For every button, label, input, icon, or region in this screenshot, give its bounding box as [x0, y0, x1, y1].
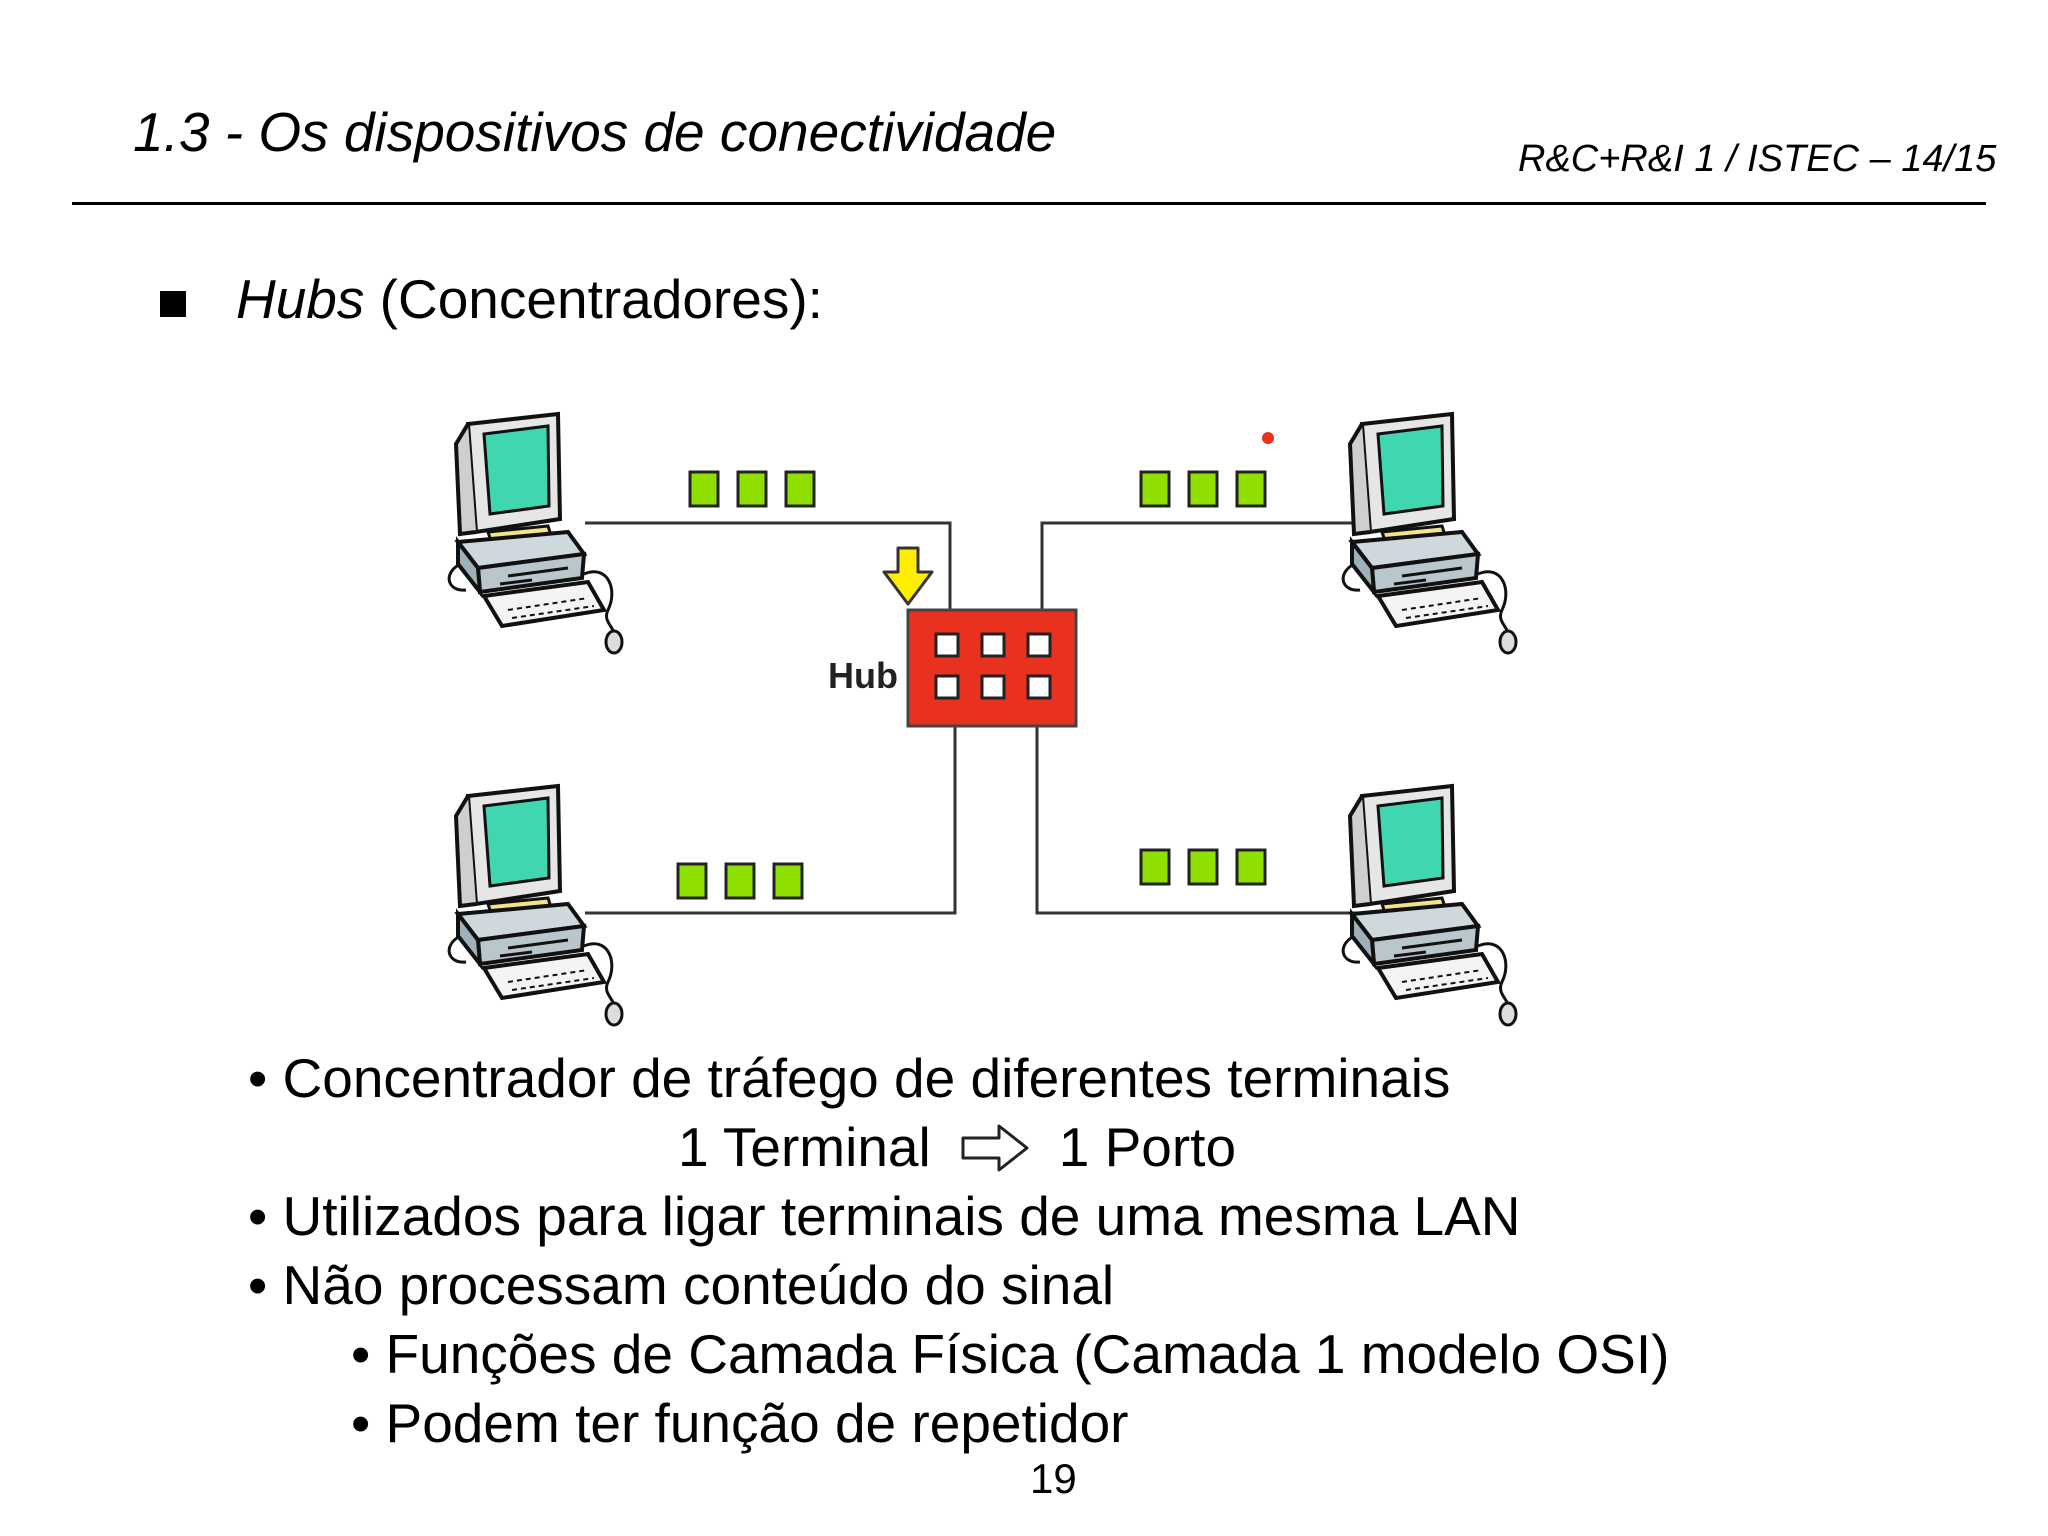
bullet-item: • Concentrador de tráfego de diferentes … [248, 1047, 1451, 1109]
terminal-label: 1 Terminal [678, 1116, 931, 1178]
section-heading: Hubs (Concentradores): [236, 272, 823, 327]
page-number: 19 [1030, 1455, 1077, 1502]
packets-top-right [1139, 470, 1267, 508]
sub-bullet-item: • Funções de Camada Física (Camada 1 mod… [351, 1323, 1670, 1385]
bullet-item: • Utilizados para ligar terminais de uma… [248, 1185, 1521, 1247]
cable-top-left [585, 521, 952, 614]
packets-bottom-right [1139, 848, 1267, 886]
right-arrow-icon [961, 1124, 1029, 1171]
header-divider [72, 202, 1986, 205]
hub-device [906, 608, 1078, 728]
course-label: R&C+R&I 1 / ISTEC – 14/15 [1518, 138, 1997, 180]
sub-bullet-item: • Podem ter função de repetidor [351, 1392, 1129, 1454]
square-bullet-icon [160, 291, 186, 317]
cable-bottom-right [1035, 726, 1388, 915]
signal-dot [1262, 432, 1274, 444]
down-arrow-icon [882, 546, 934, 606]
computer-icon-bottom-right [1341, 784, 1518, 1027]
packets-bottom-left [676, 862, 804, 900]
cable-bottom-left [585, 726, 957, 915]
port-label: 1 Porto [1058, 1116, 1237, 1178]
computer-icon-bottom-left [447, 784, 624, 1027]
bullet-list: • Concentrador de tráfego de diferentes … [248, 1044, 1669, 1458]
section-term: Hubs [236, 268, 365, 330]
bullet-item: • Não processam conteúdo do sinal [248, 1254, 1115, 1316]
slide-title: 1.3 - Os dispositivos de conectividade [133, 101, 1057, 163]
computer-icon-top-left [447, 412, 624, 655]
hub-network-diagram: Hub [447, 412, 1518, 1027]
computer-icon-top-right [1341, 412, 1518, 655]
section-term-rest: (Concentradores): [364, 268, 823, 330]
packets-top-left [688, 470, 816, 508]
cable-top-right [1040, 521, 1388, 614]
hub-label: Hub [828, 655, 898, 696]
terminal-port-row: 1 Terminal 1 Porto [248, 1113, 1669, 1182]
